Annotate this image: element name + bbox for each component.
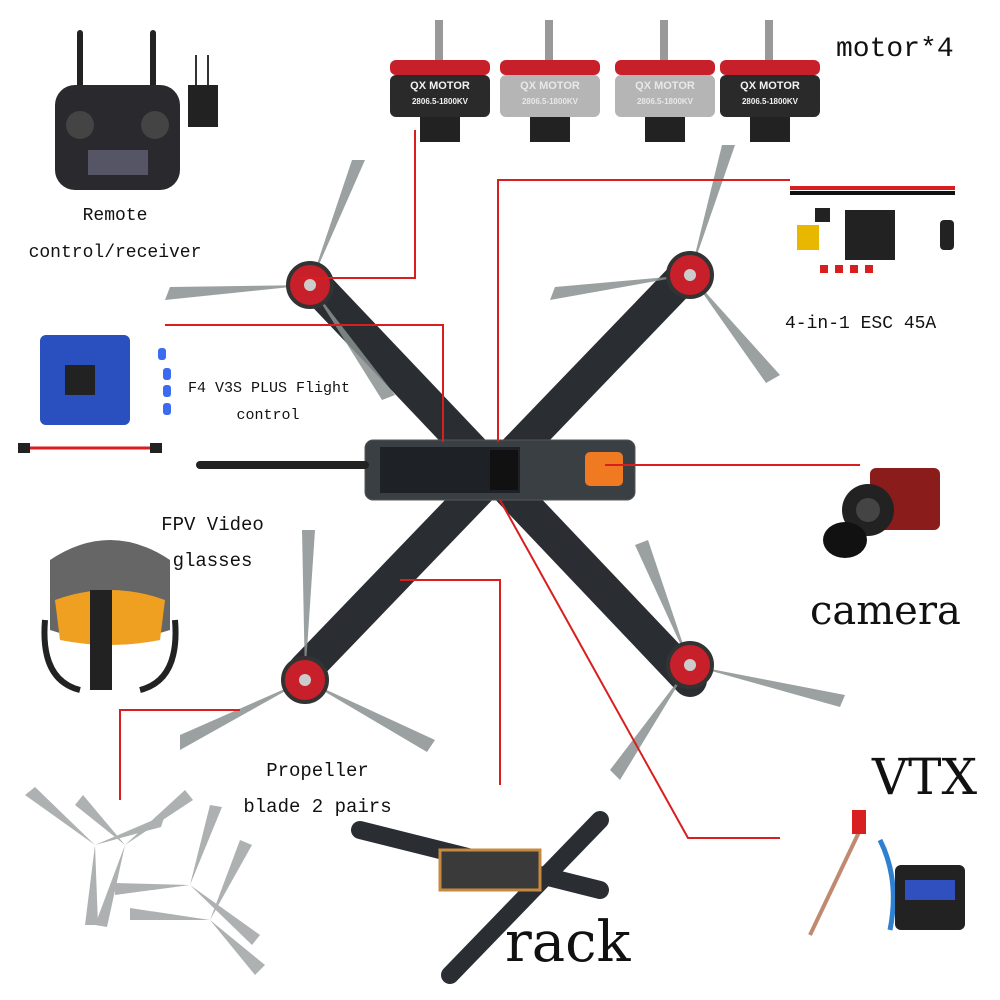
label-camera: camera (810, 588, 961, 634)
motor-3-branding: QX MOTOR (635, 80, 695, 92)
leader-line-vtx (499, 499, 780, 839)
rack-frame-image (351, 811, 609, 984)
label-propeller-line2: blade 2 pairs (243, 796, 392, 818)
label-remote-line1: Remote (82, 206, 148, 226)
motor-3-model: 2806.5-1800KV (636, 97, 694, 106)
label-flight-control-line1: F4 V3S PLUS Flight (188, 380, 351, 397)
spare-propellers-image (25, 787, 265, 975)
motors-image (390, 20, 820, 142)
remote-control-image (55, 30, 218, 190)
motor-1-branding: QX MOTOR (410, 80, 470, 92)
leader-line-esc (497, 179, 790, 442)
label-glasses-line2: glasses (172, 550, 253, 572)
esc-image (790, 186, 955, 273)
fpv-goggles-image (41, 540, 179, 693)
leader-line-flight-control (165, 324, 444, 442)
leader-lines (119, 130, 860, 839)
label-glasses-line1: FPV Video (161, 514, 264, 536)
label-propeller-line1: Propeller (266, 760, 369, 782)
leader-line-propeller (119, 709, 240, 800)
leader-line-rack (400, 579, 501, 785)
label-vtx: VTX (872, 748, 978, 806)
label-flight-control-line2: control (236, 407, 300, 424)
label-remote-line2: control/receiver (28, 243, 202, 263)
propellers-on-drone (165, 145, 845, 780)
camera-image (823, 468, 940, 558)
flight-controller-image (18, 335, 171, 453)
motor-1-model: 2806.5-1800KV (411, 97, 469, 106)
drone-frame (196, 253, 707, 697)
motors-on-drone (281, 251, 714, 704)
label-motor: motor*4 (836, 34, 954, 65)
vtx-image (808, 810, 965, 936)
motor-4-model: 2806.5-1800KV (741, 97, 799, 106)
label-rack: rack (505, 910, 631, 975)
leader-line-motor (300, 130, 416, 279)
label-esc: 4-in-1 ESC 45A (785, 314, 937, 334)
motor-2-branding: QX MOTOR (520, 80, 580, 92)
motor-4-branding: QX MOTOR (740, 80, 800, 92)
motor-2-model: 2806.5-1800KV (521, 97, 579, 106)
